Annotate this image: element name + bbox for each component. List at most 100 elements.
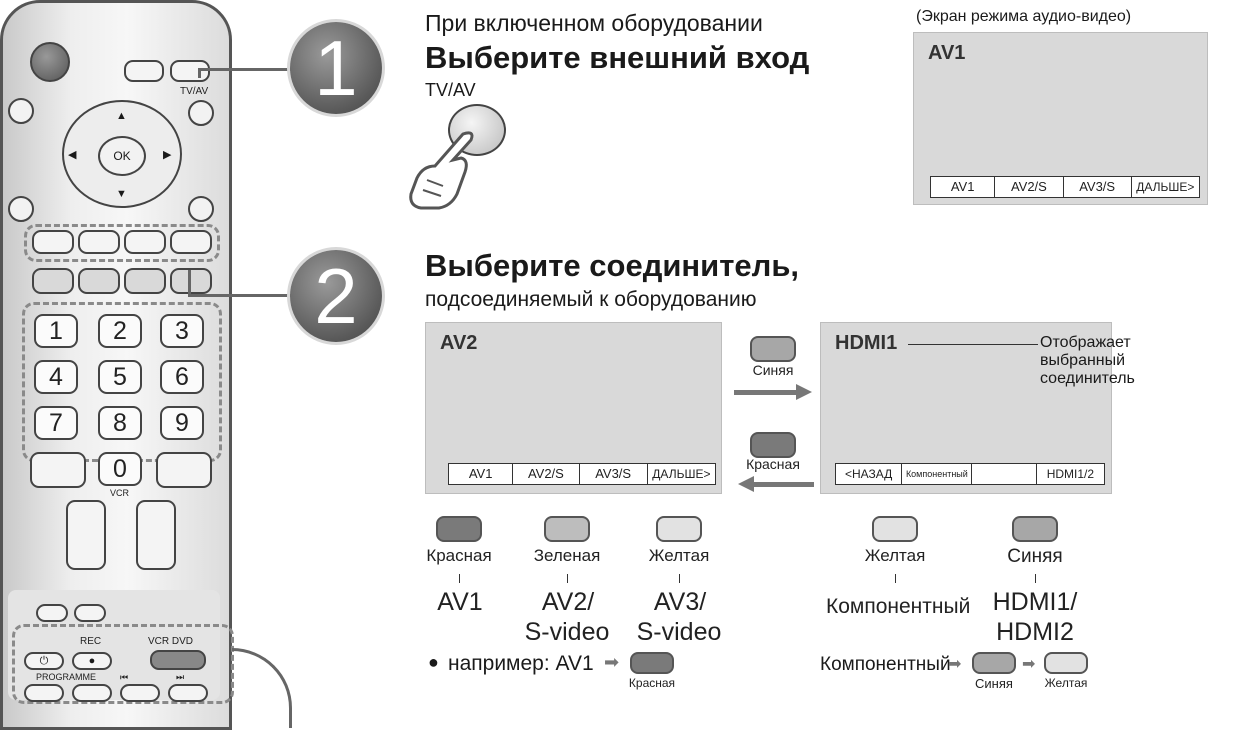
remote-side-button[interactable] [188, 100, 214, 126]
yellow-button-icon[interactable] [1044, 652, 1088, 674]
number-key-7[interactable]: 7 [34, 406, 78, 440]
number-key-6[interactable]: 6 [160, 360, 204, 394]
color-button[interactable] [170, 230, 212, 254]
remote-function-button[interactable] [32, 268, 74, 294]
step2-heading: Выберите соединитель, [425, 248, 799, 283]
mapping-tick [679, 574, 680, 583]
step1-button-label: TV/AV [425, 80, 476, 100]
number-key-2[interactable]: 2 [98, 314, 142, 348]
step1-heading: Выберите внешний вход [425, 40, 810, 75]
mapping-input-line2: S-video [524, 618, 610, 646]
up-arrow-icon[interactable]: ▲ [116, 110, 127, 122]
menu-item-next[interactable]: ДАЛЬШЕ> [1136, 180, 1195, 194]
number-key-5[interactable]: 5 [98, 360, 142, 394]
mapping-button-label: Желтая [648, 546, 710, 565]
menu-item-back[interactable]: <НАЗАД [836, 464, 903, 484]
remote-function-button[interactable] [124, 268, 166, 294]
pointing-hand-icon [409, 131, 474, 210]
example2-button1-label: Синяя [975, 676, 1013, 691]
input-menu-bar: AV1 AV2/S AV3/S ДАЛЬШЕ> [930, 176, 1200, 198]
down-arrow-icon[interactable]: ▼ [116, 188, 127, 200]
example-text: например: AV1 [448, 652, 594, 675]
volume-rocker[interactable] [66, 500, 106, 570]
menu-item-component[interactable]: Компонентный [902, 464, 973, 484]
left-arrow-icon[interactable]: ◀ [68, 149, 77, 161]
remote-small-button[interactable] [74, 604, 106, 622]
remote-wide-button[interactable] [156, 452, 212, 488]
menu-item-av3s[interactable]: AV3/S [1064, 177, 1132, 197]
power-button[interactable] [30, 42, 70, 82]
screen-title: AV1 [928, 42, 966, 64]
menu-item-av3s[interactable]: AV3/S [580, 464, 648, 484]
menu-item-av1[interactable]: AV1 [449, 464, 514, 484]
input-menu-bar: AV1 AV2/S AV3/S ДАЛЬШЕ> [448, 463, 716, 485]
yellow-button-icon[interactable] [872, 516, 918, 542]
green-button-icon[interactable] [544, 516, 590, 542]
color-buttons-highlight [24, 224, 220, 262]
blue-button-icon[interactable] [1012, 516, 1058, 542]
remote-wide-button[interactable] [30, 452, 86, 488]
mapping-input-line1: AV3/ [653, 588, 707, 616]
rec-label: REC [80, 636, 102, 647]
example2-text: Компонентный [820, 654, 951, 675]
remote-small-button[interactable] [72, 684, 112, 702]
right-arrow-icon[interactable]: ▶ [163, 149, 172, 161]
mapping-input-line1: Компонентный [826, 595, 971, 618]
ok-button[interactable]: OK [98, 136, 146, 176]
example-button-label: Красная [628, 676, 676, 690]
remote-small-button[interactable] [36, 604, 68, 622]
number-key-9[interactable]: 9 [160, 406, 204, 440]
color-button[interactable] [32, 230, 74, 254]
menu-item-av1[interactable]: AV1 [931, 177, 996, 197]
rec-button[interactable]: ● [72, 652, 112, 670]
remote-side-button[interactable] [8, 196, 34, 222]
number-key-8[interactable]: 8 [98, 406, 142, 440]
remote-small-button[interactable] [124, 60, 164, 82]
yellow-button-icon[interactable] [656, 516, 702, 542]
step2-subheading: подсоединяемый к оборудованию [425, 288, 757, 311]
remote-side-button[interactable] [8, 98, 34, 124]
mapping-input-line2: HDMI2 [996, 618, 1074, 646]
red-button-icon[interactable] [436, 516, 482, 542]
mapping-button-label: Желтая [864, 546, 926, 565]
programme-label: PROGRAMME [36, 672, 97, 682]
back-arrow [752, 482, 814, 487]
remote-function-button[interactable] [78, 268, 120, 294]
remote-small-button[interactable] [24, 684, 64, 702]
red-button-icon[interactable] [750, 432, 796, 458]
mapping-tick [459, 574, 460, 583]
step1-connector [198, 68, 201, 78]
power-small-button[interactable]: ⏻ [24, 652, 64, 670]
remote-small-button[interactable] [168, 684, 208, 702]
mapping-button-label: Красная [426, 546, 492, 565]
blue-button-icon[interactable] [972, 652, 1016, 674]
mapping-input-line2: S-video [636, 618, 722, 646]
remote-function-button[interactable] [170, 268, 212, 294]
channel-rocker[interactable] [136, 500, 176, 570]
color-button[interactable] [124, 230, 166, 254]
tv-av-button[interactable] [170, 60, 210, 82]
vcr-dvd-switch[interactable] [150, 650, 206, 670]
mapping-input-line1: HDMI1/ [992, 588, 1078, 616]
color-button[interactable] [78, 230, 120, 254]
step-1-badge: 1 [290, 22, 382, 114]
menu-item-av2s[interactable]: AV2/S [513, 464, 580, 484]
number-key-0[interactable]: 0 [98, 452, 142, 486]
remote-side-button[interactable] [188, 196, 214, 222]
arrow-right-icon: ➡ [948, 656, 962, 673]
menu-item-av2s[interactable]: AV2/S [995, 177, 1064, 197]
red-button-icon[interactable] [630, 652, 674, 674]
menu-item-hdmi12[interactable]: HDMI1/2 [1046, 467, 1095, 481]
number-key-3[interactable]: 3 [160, 314, 204, 348]
remote-small-button[interactable] [120, 684, 160, 702]
input-menu-bar: <НАЗАД Компонентный HDMI1/2 [835, 463, 1105, 485]
blue-button-icon[interactable] [750, 336, 796, 362]
mapping-button-label: Зеленая [533, 546, 601, 565]
number-key-1[interactable]: 1 [34, 314, 78, 348]
menu-item-next[interactable]: ДАЛЬШЕ> [652, 467, 711, 481]
number-key-4[interactable]: 4 [34, 360, 78, 394]
screen-title: HDMI1 [835, 332, 898, 354]
callout-curve [232, 648, 292, 728]
mapping-tick [567, 574, 568, 583]
av2-screen: AV2 AV1 AV2/S AV3/S ДАЛЬШЕ> [425, 322, 722, 494]
